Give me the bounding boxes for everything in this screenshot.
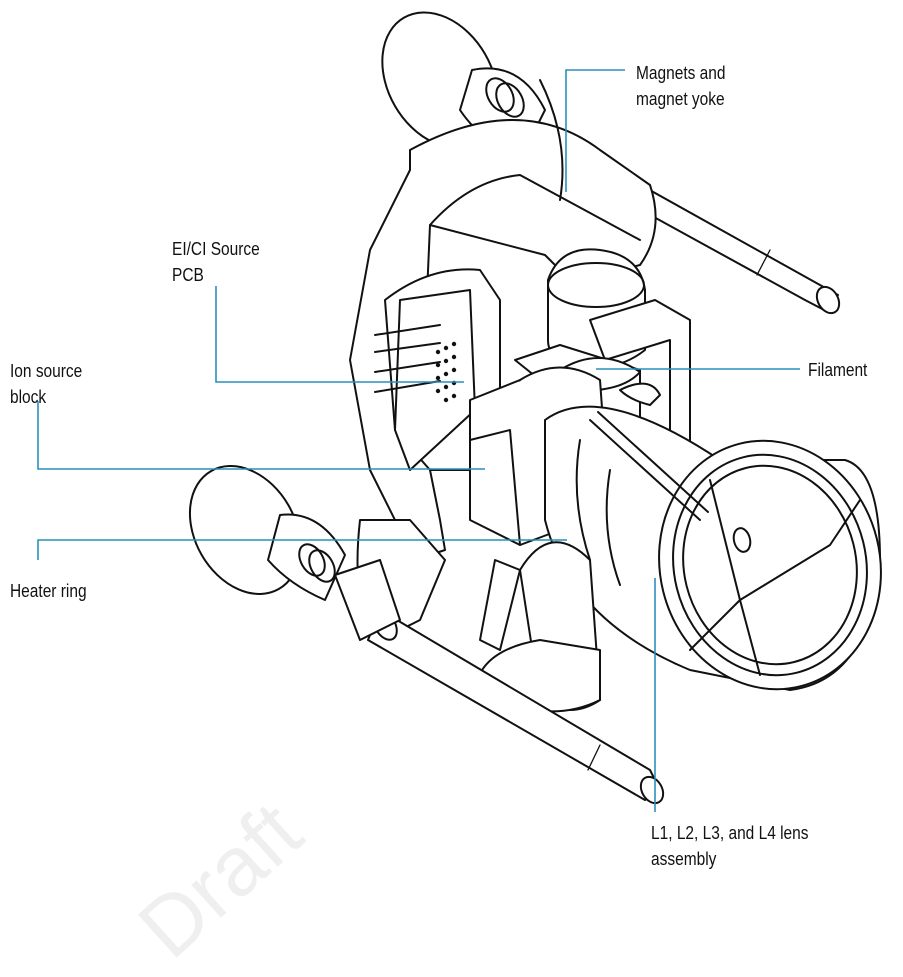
callout-pcb: [215, 286, 464, 383]
drawing: [37, 11, 882, 812]
callout-lines: [37, 69, 800, 812]
lower-knob: [188, 465, 401, 641]
ion-source-diagram: Draft: [10, 11, 882, 976]
lower-rod: [367, 609, 665, 805]
label-heater: Heater ring: [10, 581, 87, 601]
lens-assembly: [544, 382, 882, 691]
callout-ion-block: [37, 401, 485, 470]
label-filament: Filament: [808, 360, 868, 380]
callout-heater: [37, 539, 567, 560]
callout-magnets: [565, 69, 625, 192]
